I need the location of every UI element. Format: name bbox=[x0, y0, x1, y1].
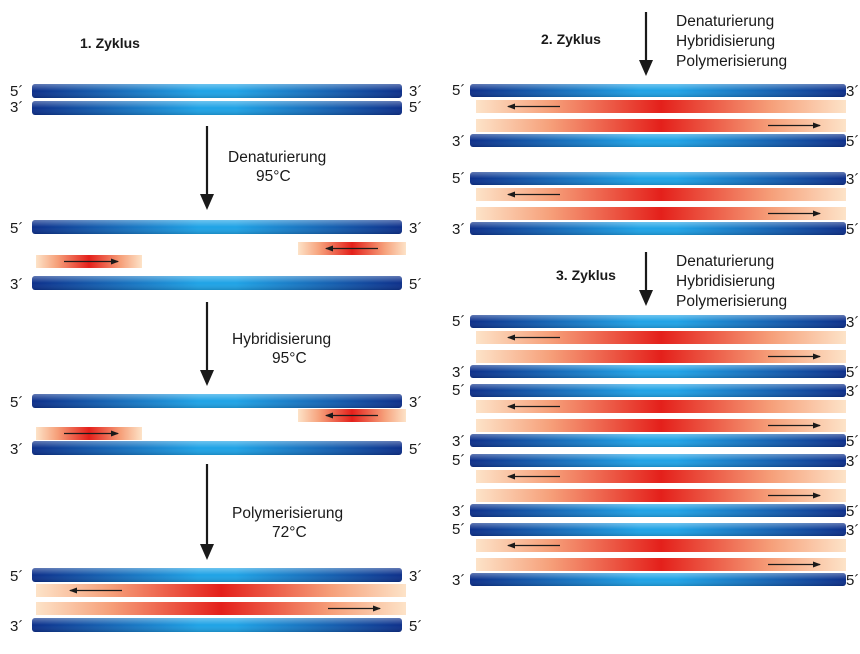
three-prime-label: 3´ bbox=[846, 383, 859, 400]
primer-strand bbox=[476, 470, 846, 483]
primer-strand bbox=[476, 419, 846, 432]
step-denaturierung-temp: 95°C bbox=[256, 168, 291, 185]
primer-strand bbox=[476, 489, 846, 502]
five-prime-label: 5´ bbox=[409, 99, 422, 116]
three-prime-label: 3´ bbox=[452, 364, 465, 381]
five-prime-label: 5´ bbox=[409, 276, 422, 293]
five-prime-label: 5´ bbox=[452, 313, 465, 330]
step-polymerisierung-label: Polymerisierung bbox=[232, 505, 343, 522]
template-strand-shine bbox=[32, 84, 402, 98]
five-prime-label: 5´ bbox=[452, 382, 465, 399]
cycle-3-step-hybridisierung: Hybridisierung bbox=[676, 273, 775, 290]
cycle-2-title: 2. Zyklus bbox=[541, 31, 601, 47]
five-prime-label: 5´ bbox=[10, 394, 23, 411]
three-prime-label: 3´ bbox=[846, 83, 859, 100]
five-prime-label: 5´ bbox=[10, 568, 23, 585]
three-prime-label: 3´ bbox=[452, 572, 465, 589]
five-prime-label: 5´ bbox=[452, 452, 465, 469]
five-prime-label: 5´ bbox=[452, 521, 465, 538]
five-prime-label: 5´ bbox=[846, 221, 859, 238]
three-prime-label: 3´ bbox=[452, 133, 465, 150]
template-strand-shine bbox=[470, 365, 846, 378]
template-strand-shine bbox=[470, 84, 846, 97]
cycle-1-title: 1. Zyklus bbox=[80, 35, 140, 51]
template-strand-shine bbox=[470, 434, 846, 447]
three-prime-label: 3´ bbox=[846, 522, 859, 539]
three-prime-label: 3´ bbox=[409, 220, 422, 237]
primer-strand bbox=[476, 350, 846, 363]
step-hybridisierung-temp: 95°C bbox=[272, 350, 307, 367]
template-strand-shine bbox=[32, 220, 402, 234]
primer-strand bbox=[476, 400, 846, 413]
cycle-3-step-denaturierung: Denaturierung bbox=[676, 253, 774, 270]
step-hybridisierung-label: Hybridisierung bbox=[232, 331, 331, 348]
template-strand-shine bbox=[32, 276, 402, 290]
primer-strand bbox=[476, 207, 846, 220]
three-prime-label: 3´ bbox=[10, 618, 23, 635]
cycle-3-step-polymerisierung: Polymerisierung bbox=[676, 293, 787, 310]
three-prime-label: 3´ bbox=[452, 503, 465, 520]
five-prime-label: 5´ bbox=[10, 83, 23, 100]
primer-strand bbox=[476, 331, 846, 344]
three-prime-label: 3´ bbox=[452, 221, 465, 238]
primer-strand bbox=[36, 584, 406, 597]
step-arrow-head bbox=[200, 370, 214, 386]
five-prime-label: 5´ bbox=[452, 170, 465, 187]
template-strand-shine bbox=[470, 384, 846, 397]
three-prime-label: 3´ bbox=[846, 171, 859, 188]
template-strand-shine bbox=[32, 101, 402, 115]
three-prime-label: 3´ bbox=[409, 568, 422, 585]
five-prime-label: 5´ bbox=[846, 133, 859, 150]
template-strand-shine bbox=[470, 523, 846, 536]
three-prime-label: 3´ bbox=[452, 433, 465, 450]
step-arrow-head bbox=[200, 544, 214, 560]
five-prime-label: 5´ bbox=[10, 220, 23, 237]
primer-strand bbox=[476, 188, 846, 201]
three-prime-label: 3´ bbox=[10, 99, 23, 116]
primer-strand bbox=[36, 602, 406, 615]
template-strand-shine bbox=[470, 172, 846, 185]
template-strand-shine bbox=[32, 441, 402, 455]
step-polymerisierung-temp: 72°C bbox=[272, 524, 307, 541]
three-prime-label: 3´ bbox=[10, 276, 23, 293]
primer-strand bbox=[476, 119, 846, 132]
primer-strand bbox=[476, 558, 846, 571]
step-arrow-head bbox=[200, 194, 214, 210]
step-arrow-head bbox=[639, 290, 653, 306]
cycle-3-title: 3. Zyklus bbox=[556, 267, 616, 283]
three-prime-label: 3´ bbox=[10, 441, 23, 458]
five-prime-label: 5´ bbox=[409, 441, 422, 458]
template-strand-shine bbox=[32, 618, 402, 632]
primer-strand bbox=[476, 100, 846, 113]
primer-strand bbox=[476, 539, 846, 552]
five-prime-label: 5´ bbox=[409, 618, 422, 635]
three-prime-label: 3´ bbox=[846, 314, 859, 331]
template-strand-shine bbox=[470, 222, 846, 235]
template-strand-shine bbox=[470, 134, 846, 147]
step-denaturierung-label: Denaturierung bbox=[228, 149, 326, 166]
cycle-2-step-hybridisierung: Hybridisierung bbox=[676, 33, 775, 50]
three-prime-label: 3´ bbox=[409, 83, 422, 100]
template-strand-shine bbox=[470, 315, 846, 328]
five-prime-label: 5´ bbox=[846, 572, 859, 589]
template-strand-shine bbox=[32, 568, 402, 582]
template-strand-shine bbox=[32, 394, 402, 408]
five-prime-label: 5´ bbox=[846, 433, 859, 450]
five-prime-label: 5´ bbox=[452, 82, 465, 99]
five-prime-label: 5´ bbox=[846, 503, 859, 520]
cycle-2-step-denaturierung: Denaturierung bbox=[676, 13, 774, 30]
template-strand-shine bbox=[470, 573, 846, 586]
template-strand-shine bbox=[470, 504, 846, 517]
three-prime-label: 3´ bbox=[846, 453, 859, 470]
three-prime-label: 3´ bbox=[409, 394, 422, 411]
five-prime-label: 5´ bbox=[846, 364, 859, 381]
step-arrow-head bbox=[639, 60, 653, 76]
template-strand-shine bbox=[470, 454, 846, 467]
cycle-2-step-polymerisierung: Polymerisierung bbox=[676, 53, 787, 70]
